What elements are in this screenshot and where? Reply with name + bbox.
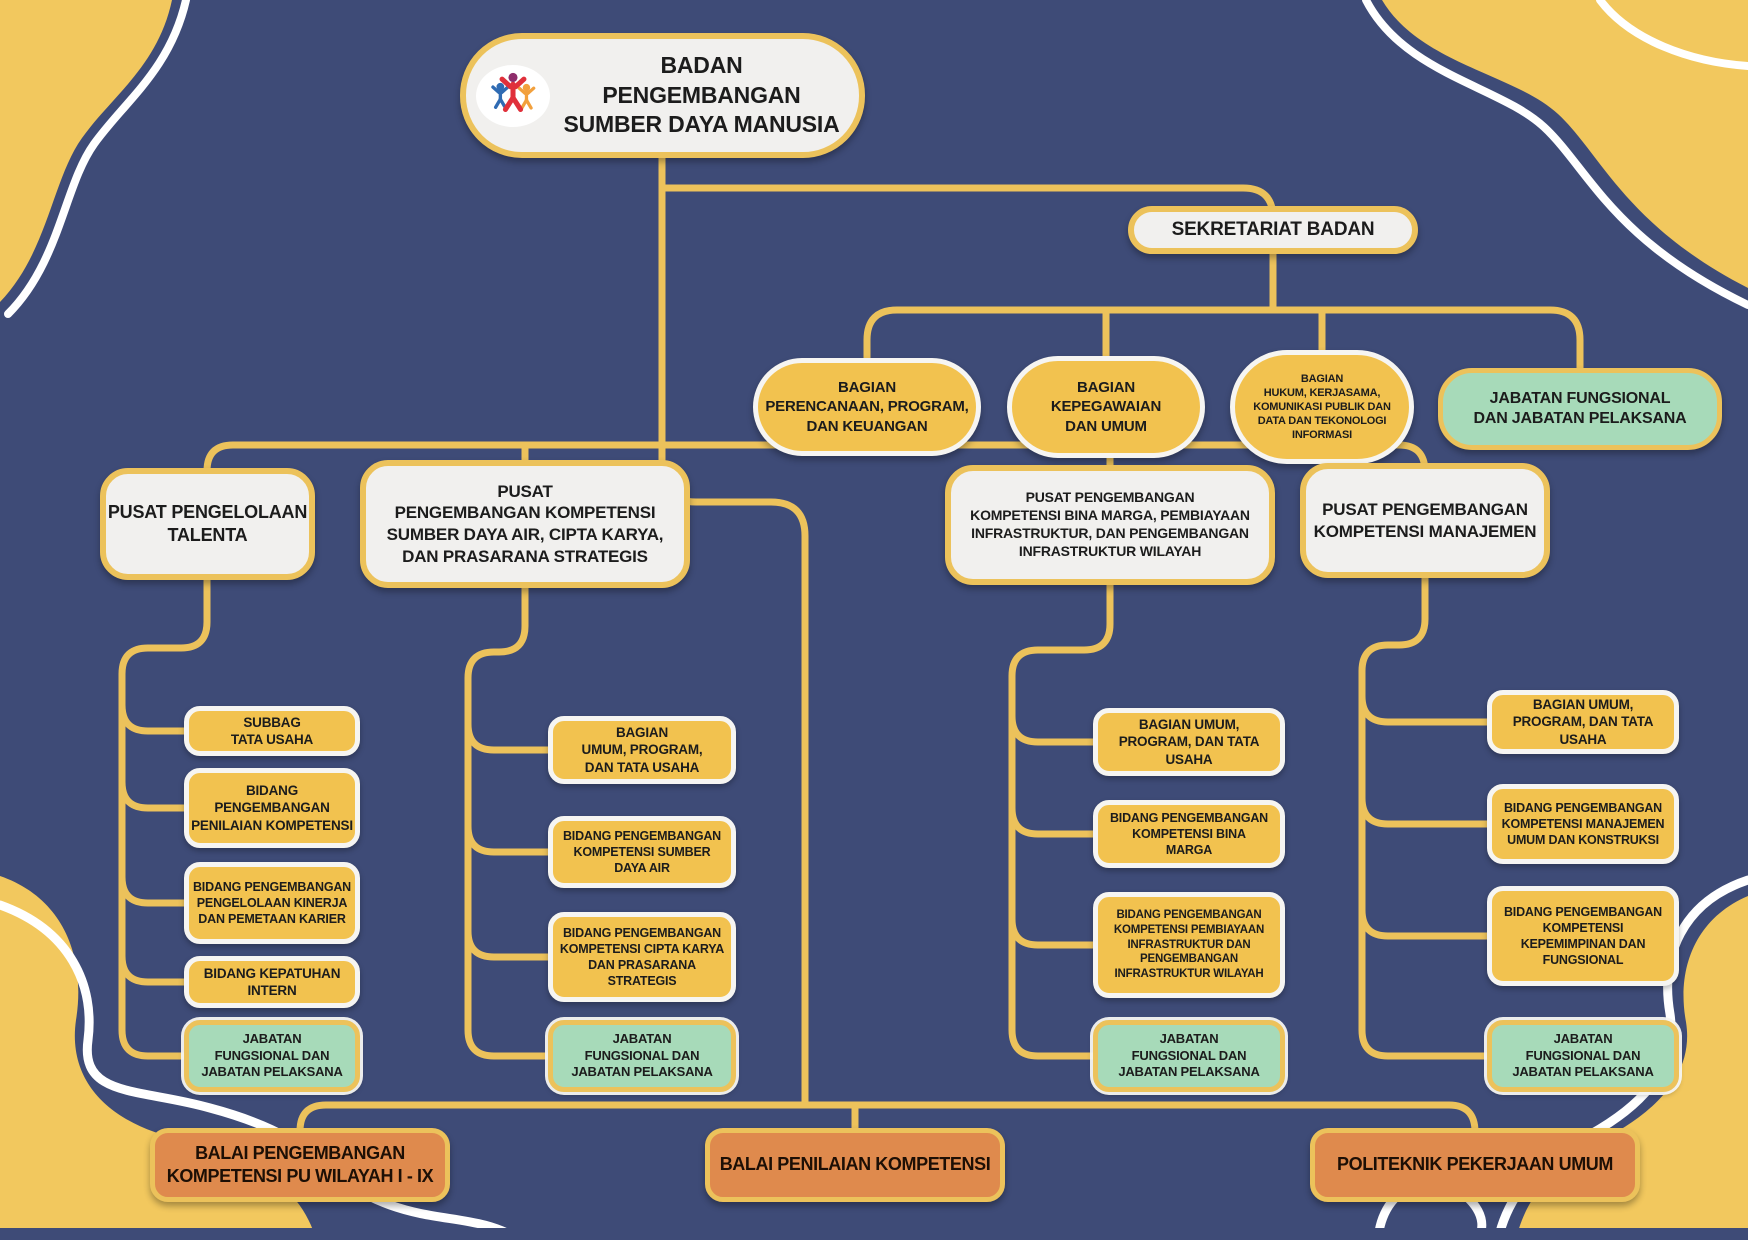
jabatan-fungsional-col2-label: JABATAN FUNGSIONAL DAN JABATAN PELAKSANA bbox=[571, 1031, 713, 1080]
subbag-tata-usaha-label: SUBBAG TATA USAHA bbox=[230, 714, 314, 747]
node-bidang-kepatuhan-intern: BIDANG KEPATUHAN INTERN bbox=[184, 956, 360, 1008]
bidang-manajemen-umum-label: BIDANG PENGEMBANGAN KOMPETENSI MANAJEMEN… bbox=[1501, 801, 1665, 847]
jabatan-fungsional-col3-label: JABATAN FUNGSIONAL DAN JABATAN PELAKSANA bbox=[1118, 1031, 1260, 1080]
bidang-sda-label: BIDANG PENGEMBANGAN KOMPETENSI SUMBER DA… bbox=[562, 829, 721, 875]
bidang-pembiayaan-label: BIDANG PENGEMBANGAN KOMPETENSI PEMBIAYAA… bbox=[1113, 909, 1265, 981]
node-balai-penilaian-kompetensi: BALAI PENILAIAN KOMPETENSI bbox=[705, 1128, 1005, 1202]
bidang-kinerja-label: BIDANG PENGEMBANGAN PENGELOLAAN KINERJA … bbox=[192, 880, 351, 926]
node-root-badan: BADAN PENGEMBANGAN SUMBER DAYA MANUSIA bbox=[460, 33, 865, 158]
bagian-umum-col2-label: BAGIAN UMUM, PROGRAM, DAN TATA USAHA bbox=[581, 725, 703, 775]
node-bidang-kepemimpinan: BIDANG PENGEMBANGAN KOMPETENSI KEPEMIMPI… bbox=[1487, 886, 1679, 986]
node-bidang-bina-marga: BIDANG PENGEMBANGAN KOMPETENSI BINA MARG… bbox=[1093, 800, 1285, 868]
node-bidang-manajemen-umum: BIDANG PENGEMBANGAN KOMPETENSI MANAJEMEN… bbox=[1487, 784, 1679, 864]
node-bagian-umum-col2: BAGIAN UMUM, PROGRAM, DAN TATA USAHA bbox=[548, 716, 736, 784]
node-pusat-bina-marga: PUSAT PENGEMBANGAN KOMPETENSI BINA MARGA… bbox=[945, 465, 1275, 585]
node-bidang-penilaian-kompetensi: BIDANG PENGEMBANGAN PENILAIAN KOMPETENSI bbox=[184, 768, 360, 848]
bidang-kepatuhan-label: BIDANG KEPATUHAN INTERN bbox=[203, 965, 341, 998]
balai-penilaian-label: BALAI PENILAIAN KOMPETENSI bbox=[719, 1154, 991, 1175]
corner-blob-top-right bbox=[1362, 0, 1748, 309]
node-pusat-manajemen: PUSAT PENGEMBANGAN KOMPETENSI MANAJEMEN bbox=[1300, 463, 1550, 578]
pusat-sda-label: PUSAT PENGEMBANGAN KOMPETENSI SUMBER DAY… bbox=[386, 481, 664, 566]
jabatan-fungsional-col4-label: JABATAN FUNGSIONAL DAN JABATAN PELAKSANA bbox=[1512, 1031, 1654, 1080]
node-jabatan-fungsional-col1: JABATAN FUNGSIONAL DAN JABATAN PELAKSANA bbox=[184, 1020, 360, 1092]
pusat-bina-marga-label: PUSAT PENGEMBANGAN KOMPETENSI BINA MARGA… bbox=[970, 489, 1250, 559]
node-balai-pengembangan-wilayah: BALAI PENGEMBANGAN KOMPETENSI PU WILAYAH… bbox=[150, 1128, 450, 1202]
node-bagian-umum-col4: BAGIAN UMUM, PROGRAM, DAN TATA USAHA bbox=[1487, 690, 1679, 754]
bidang-bina-marga-label: BIDANG PENGEMBANGAN KOMPETENSI BINA MARG… bbox=[1109, 811, 1268, 857]
corner-blob-bottom-left bbox=[0, 876, 525, 1240]
node-bidang-cipta-karya: BIDANG PENGEMBANGAN KOMPETENSI CIPTA KAR… bbox=[548, 912, 736, 1002]
node-jabatan-fungsional-col3: JABATAN FUNGSIONAL DAN JABATAN PELAKSANA bbox=[1093, 1020, 1285, 1092]
pusat-manajemen-label: PUSAT PENGEMBANGAN KOMPETENSI MANAJEMEN bbox=[1313, 499, 1537, 541]
node-pusat-talenta: PUSAT PENGELOLAAN TALENTA bbox=[100, 468, 315, 580]
bidang-cipta-karya-label: BIDANG PENGEMBANGAN KOMPETENSI CIPTA KAR… bbox=[559, 926, 725, 988]
node-politeknik-pekerjaan-umum: POLITEKNIK PEKERJAAN UMUM bbox=[1310, 1128, 1640, 1202]
node-sekretariat-badan: SEKRETARIAT BADAN bbox=[1128, 206, 1418, 254]
sekretariat-label: SEKRETARIAT BADAN bbox=[1171, 218, 1375, 240]
node-jabatan-fungsional-col4: JABATAN FUNGSIONAL DAN JABATAN PELAKSANA bbox=[1487, 1020, 1679, 1092]
bidang-penilaian-label: BIDANG PENGEMBANGAN PENILAIAN KOMPETENSI bbox=[191, 783, 353, 833]
node-jabatan-fungsional-col2: JABATAN FUNGSIONAL DAN JABATAN PELAKSANA bbox=[548, 1020, 736, 1092]
node-subbag-tata-usaha: SUBBAG TATA USAHA bbox=[184, 706, 360, 756]
bagian-perencanaan-label: BAGIAN PERENCANAAN, PROGRAM, DAN KEUANGA… bbox=[765, 379, 969, 435]
node-bagian-perencanaan: BAGIAN PERENCANAAN, PROGRAM, DAN KEUANGA… bbox=[753, 358, 981, 456]
bagian-umum-col4-label: BAGIAN UMUM, PROGRAM, DAN TATA USAHA bbox=[1512, 697, 1654, 747]
jabatan-fungsional-sekretariat-label: JABATAN FUNGSIONAL DAN JABATAN PELAKSANA bbox=[1473, 389, 1687, 427]
corner-blob-top-left bbox=[0, 0, 190, 318]
bottom-strip bbox=[0, 1228, 1748, 1240]
people-logo-icon bbox=[476, 64, 550, 127]
node-bidang-pembiayaan-infrastruktur: BIDANG PENGEMBANGAN KOMPETENSI PEMBIAYAA… bbox=[1093, 892, 1285, 998]
node-bidang-pengelolaan-kinerja: BIDANG PENGEMBANGAN PENGELOLAAN KINERJA … bbox=[184, 862, 360, 944]
node-bagian-hukum: BAGIAN HUKUM, KERJASAMA, KOMUNIKASI PUBL… bbox=[1230, 350, 1414, 464]
bagian-hukum-label: BAGIAN HUKUM, KERJASAMA, KOMUNIKASI PUBL… bbox=[1253, 372, 1391, 442]
pusat-talenta-label: PUSAT PENGELOLAAN TALENTA bbox=[107, 501, 308, 545]
bagian-umum-col3-label: BAGIAN UMUM, PROGRAM, DAN TATA USAHA bbox=[1118, 717, 1260, 767]
politeknik-label: POLITEKNIK PEKERJAAN UMUM bbox=[1336, 1154, 1613, 1175]
node-jabatan-fungsional-sekretariat: JABATAN FUNGSIONAL DAN JABATAN PELAKSANA bbox=[1438, 368, 1722, 450]
jabatan-fungsional-col1-label: JABATAN FUNGSIONAL DAN JABATAN PELAKSANA bbox=[201, 1031, 343, 1080]
node-bagian-umum-col3: BAGIAN UMUM, PROGRAM, DAN TATA USAHA bbox=[1093, 708, 1285, 776]
bagian-kepegawaian-label: BAGIAN KEPEGAWAIAN DAN UMUM bbox=[1050, 379, 1162, 435]
node-pusat-sda: PUSAT PENGEMBANGAN KOMPETENSI SUMBER DAY… bbox=[360, 460, 690, 588]
node-bidang-sda: BIDANG PENGEMBANGAN KOMPETENSI SUMBER DA… bbox=[548, 816, 736, 888]
balai-wilayah-label: BALAI PENGEMBANGAN KOMPETENSI PU WILAYAH… bbox=[166, 1142, 434, 1186]
root-title: BADAN PENGEMBANGAN SUMBER DAYA MANUSIA bbox=[563, 52, 840, 138]
node-bagian-kepegawaian: BAGIAN KEPEGAWAIAN DAN UMUM bbox=[1007, 356, 1205, 458]
bidang-kepemimpinan-label: BIDANG PENGEMBANGAN KOMPETENSI KEPEMIMPI… bbox=[1503, 905, 1662, 967]
